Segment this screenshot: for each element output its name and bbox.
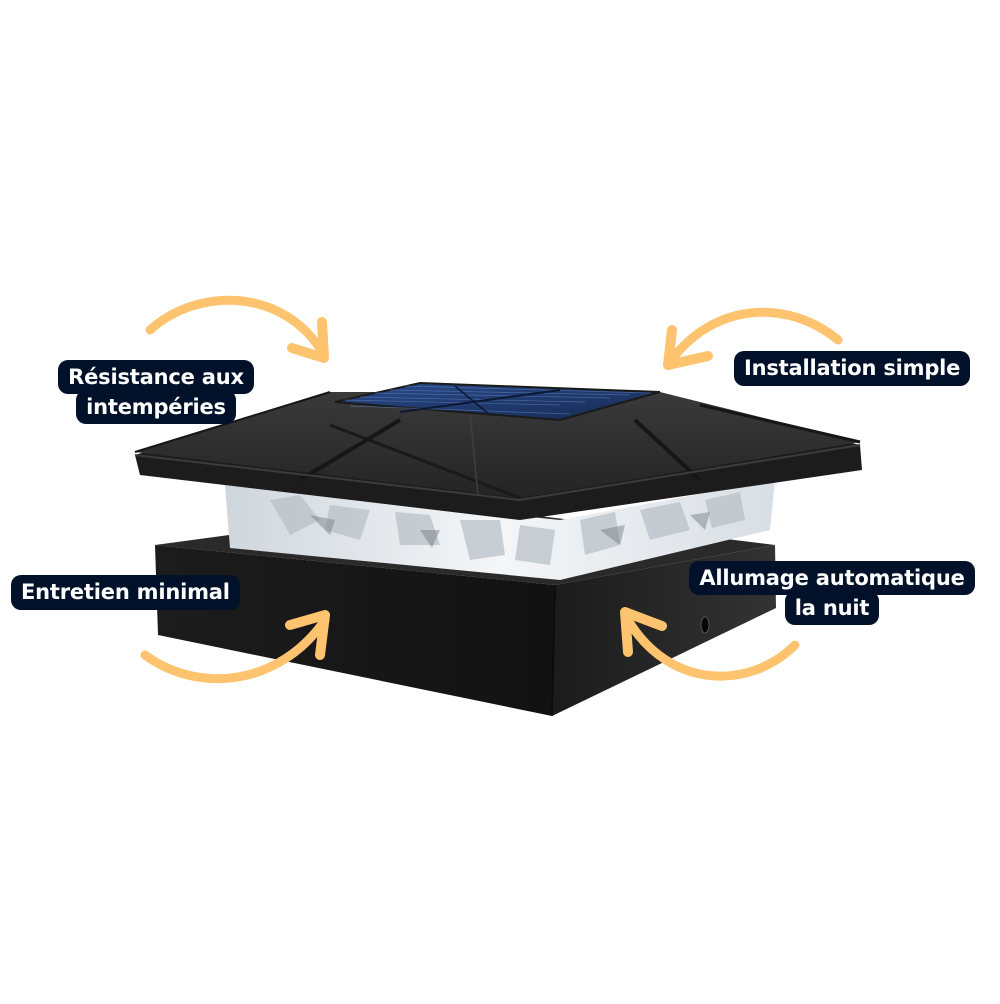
feature-label-auto-night-light: Allumage automatique la nuit [682,561,982,625]
feature-label-easy-install: Installation simple [734,351,971,386]
feature-label-line: Allumage automatique [689,561,975,595]
curved-arrow-icon [663,307,843,370]
solar-panel [334,381,661,422]
feature-label-weather-resistance: Résistance aux intempéries [56,360,256,424]
cap-housing [134,391,862,520]
feature-label-line: intempéries [76,390,236,424]
lens-diffuser [225,480,775,580]
feature-label-low-maintenance: Entretien minimal [11,575,240,610]
feature-label-line: la nuit [784,591,880,625]
feature-label-line: Résistance aux [58,360,254,394]
feature-label-line: Entretien minimal [21,580,230,604]
curved-arrow-icon [140,610,330,684]
feature-label-line: Installation simple [744,356,961,380]
curved-arrow-icon [145,295,329,363]
curved-arrow-icon [620,607,800,681]
